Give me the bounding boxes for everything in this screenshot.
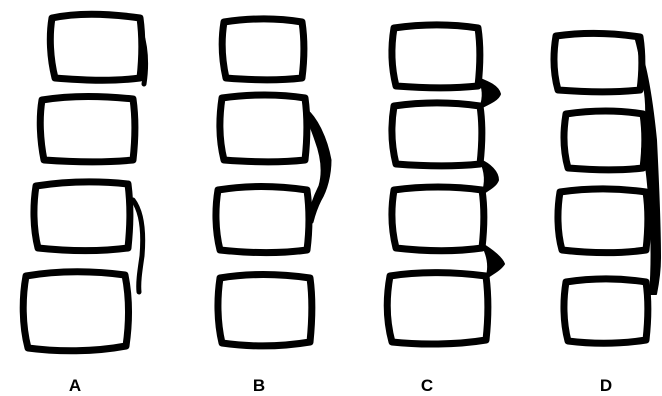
panel-label-a: A — [60, 376, 90, 396]
panel-c-vertebra-1 — [392, 25, 480, 88]
panel-c-vertebra-2 — [392, 103, 482, 166]
panel-label-c: C — [412, 376, 442, 396]
panel-c-vertebra-3 — [392, 187, 484, 251]
panel-c-osteophyte-1 — [478, 78, 500, 108]
panel-c-vertebra-4 — [387, 273, 488, 344]
panel-d-vertebra-1 — [554, 33, 642, 91]
panel-c-column — [387, 25, 504, 344]
panel-d-vertebra-4 — [564, 279, 648, 343]
panel-a-vertebra-2 — [40, 97, 135, 162]
panel-d-column — [554, 33, 660, 343]
panel-b-vertebra-2 — [220, 95, 307, 162]
panel-b-column — [216, 19, 330, 346]
panel-label-b: B — [244, 376, 274, 396]
panel-a-vertebra-3 — [34, 182, 130, 251]
panel-d-vertebra-3 — [558, 189, 648, 253]
panel-c-osteophyte-2 — [480, 160, 498, 194]
panel-b-vertebra-3 — [216, 187, 309, 253]
panel-b-vertebra-1 — [222, 19, 304, 80]
panel-d-vertebra-2 — [564, 111, 645, 170]
panel-label-d: D — [591, 376, 621, 396]
panel-a-vertebra-4 — [23, 272, 128, 351]
panel-a-column — [23, 14, 145, 351]
panel-b-vertebra-4 — [218, 275, 312, 346]
panel-a-vertebra-1 — [50, 14, 142, 80]
